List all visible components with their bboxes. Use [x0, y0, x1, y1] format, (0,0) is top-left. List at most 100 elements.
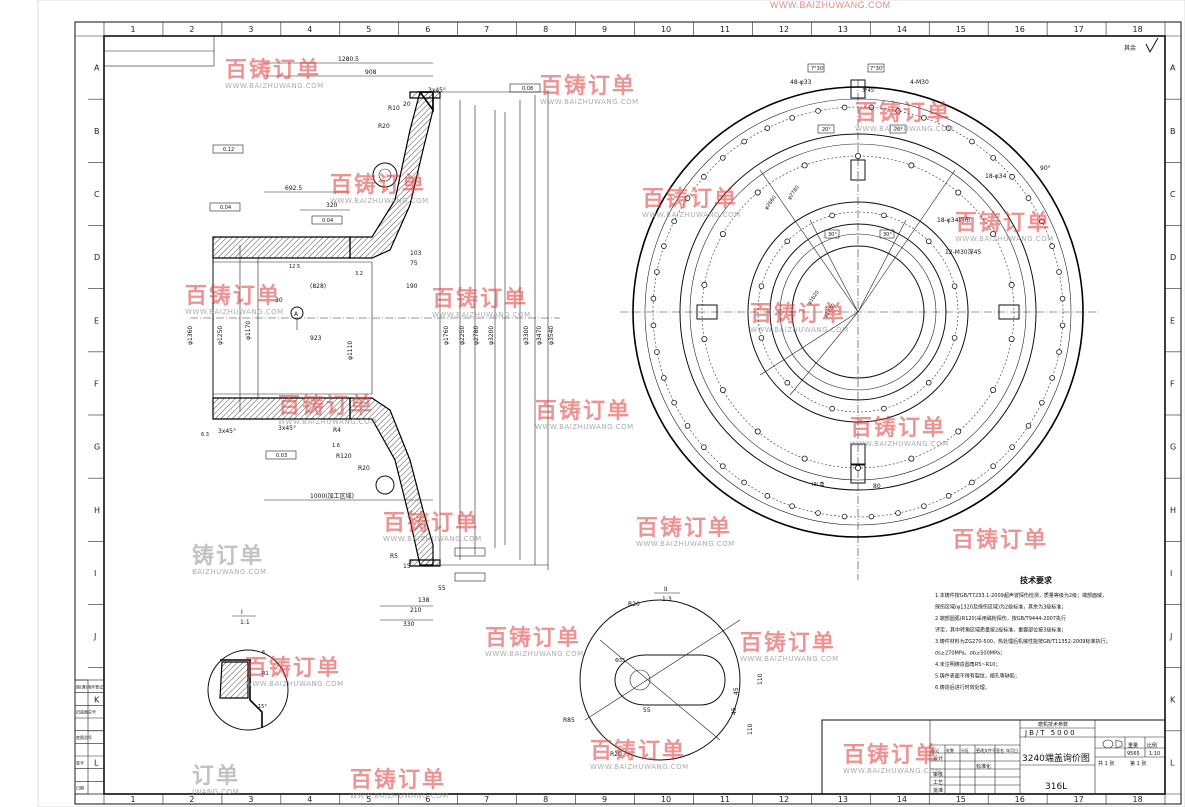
grid-col-label: 2	[189, 795, 194, 804]
grid-col-label: 18	[1133, 795, 1143, 804]
dim-r20b: R20	[358, 465, 370, 472]
bolt-hole	[1008, 281, 1015, 288]
detail-i-title: I	[241, 609, 243, 616]
bolt-hole	[1025, 195, 1032, 201]
bolt-hole	[754, 428, 761, 435]
angle-90: 90°	[1040, 165, 1051, 172]
grid-col-label: 14	[897, 25, 907, 34]
bolt-hole	[1056, 349, 1062, 355]
grid-row-label: F	[94, 379, 99, 388]
bolt-hole	[841, 104, 848, 111]
detail-ii: II 1:3 R20 R20 R85 Φ35 55 45 45 110 110	[563, 586, 764, 761]
grid-col-label: 18	[1133, 25, 1143, 34]
watermark-top-url: WWW.BAIZHUWANG.COM	[770, 0, 891, 10]
grid-col-label: 4	[307, 25, 312, 34]
grid-row-label: I	[1170, 569, 1172, 578]
stamp-label: 借(通)用件登记	[76, 683, 103, 689]
plan-view: 48-φ33 7°30' 7°30' 4-M30 3°45' 20° 20° 9…	[620, 63, 1100, 580]
bolt-hole	[1039, 218, 1045, 225]
bolt-hole	[1049, 243, 1055, 249]
bolt-hole	[1025, 423, 1032, 429]
bolt-holes-outer	[650, 104, 1066, 520]
grid-row-label: H	[94, 506, 100, 515]
bolt-hole	[701, 444, 707, 450]
grid-col-label: 11	[720, 795, 730, 804]
dim-190: 190	[406, 283, 418, 290]
scale-label: 比例	[1147, 742, 1157, 749]
title-block-label: 处数	[946, 747, 954, 753]
dim-30: 30	[275, 297, 283, 304]
grid-row-label: F	[1170, 379, 1175, 388]
roughness-3-2: 3.2	[355, 271, 363, 277]
dim-phi3300: φ3300	[523, 326, 530, 345]
dim-chamfer: 3x45°	[428, 87, 446, 94]
dim-phi2250: φ2250	[459, 326, 466, 345]
bolt-hole	[1009, 444, 1015, 450]
detail-ii-45a: 45	[733, 687, 740, 695]
tech-req-line: 评定，其中转角区域质量按2级标准，重要部位按3级标准；	[935, 627, 1066, 634]
dim-75: 75	[410, 260, 418, 267]
grid-row-label: K	[94, 695, 100, 704]
bolt-hole	[784, 238, 791, 245]
bolt-hole	[650, 322, 657, 329]
grid-col-label: 2	[189, 25, 194, 34]
angle-20b: 20°	[894, 127, 903, 133]
detail-ii-45b: 45	[731, 707, 738, 715]
grid-col-label: 12	[779, 25, 789, 34]
grid-col-label: 3	[248, 25, 253, 34]
bolt-hole	[925, 379, 932, 386]
detail-ii-r20a: R20	[628, 601, 640, 608]
section-view: 1280.5 908 20 R10 R20 3x45° 692.5 320 10…	[187, 56, 560, 628]
role-approve: 批准	[933, 787, 943, 794]
detail-ii-110b: 110	[747, 723, 754, 735]
bolt-hole	[661, 375, 667, 381]
grid-col-label: 16	[1015, 795, 1025, 804]
roughness-6-3: 6.3	[201, 432, 209, 438]
role-design: 设计	[933, 755, 943, 762]
title-block-label: 分区	[961, 747, 969, 753]
datum-a: A	[294, 311, 299, 318]
grid-col-label: 10	[661, 25, 671, 34]
weight-label: 重量	[1128, 742, 1138, 749]
grid-col-label: 1	[130, 795, 135, 804]
grid-col-label: 17	[1074, 795, 1084, 804]
bolt-hole	[701, 174, 707, 180]
grid-col-label: 8	[543, 795, 548, 804]
grid-col-label: 16	[1015, 25, 1025, 34]
bolt-hole	[650, 295, 657, 302]
bolt-hole	[720, 155, 726, 161]
bolt-hole	[764, 125, 771, 131]
dim-210: 210	[410, 607, 422, 614]
bolt-hole	[908, 162, 915, 169]
tech-req-line: 6.铸造后进行时效处理。	[935, 684, 990, 691]
dim-80: 80	[873, 483, 881, 490]
bolt-hole	[1049, 375, 1055, 381]
grid-row-label: D	[1170, 253, 1176, 262]
grid-col-label: 15	[956, 25, 966, 34]
tol-frame-4: 0.04	[322, 218, 333, 224]
tech-req-title: 技术要求	[1020, 575, 1053, 585]
grid-column-labels: 1122334455667788991010111112121313141415…	[130, 22, 1143, 804]
grid-row-label: G	[94, 443, 100, 452]
dim-phi1760: φ1760	[443, 326, 450, 345]
title-block-label: 签名	[996, 747, 1004, 753]
bolt-hole	[671, 399, 677, 406]
dim-chamfer-c: 3x45°	[278, 425, 296, 432]
title-block-label: 标记	[931, 747, 939, 753]
dim-908: 908	[365, 69, 377, 76]
tech-req-line: 1.本铸件按GB/T7233.1-2009超声波探伤检测，质量等级为2级；端部面…	[935, 592, 1107, 599]
grid-col-label: 7	[484, 795, 489, 804]
bolt-hole	[701, 281, 708, 288]
bolt-hole	[789, 115, 795, 121]
roughness-1-6: 1.6	[332, 443, 340, 449]
